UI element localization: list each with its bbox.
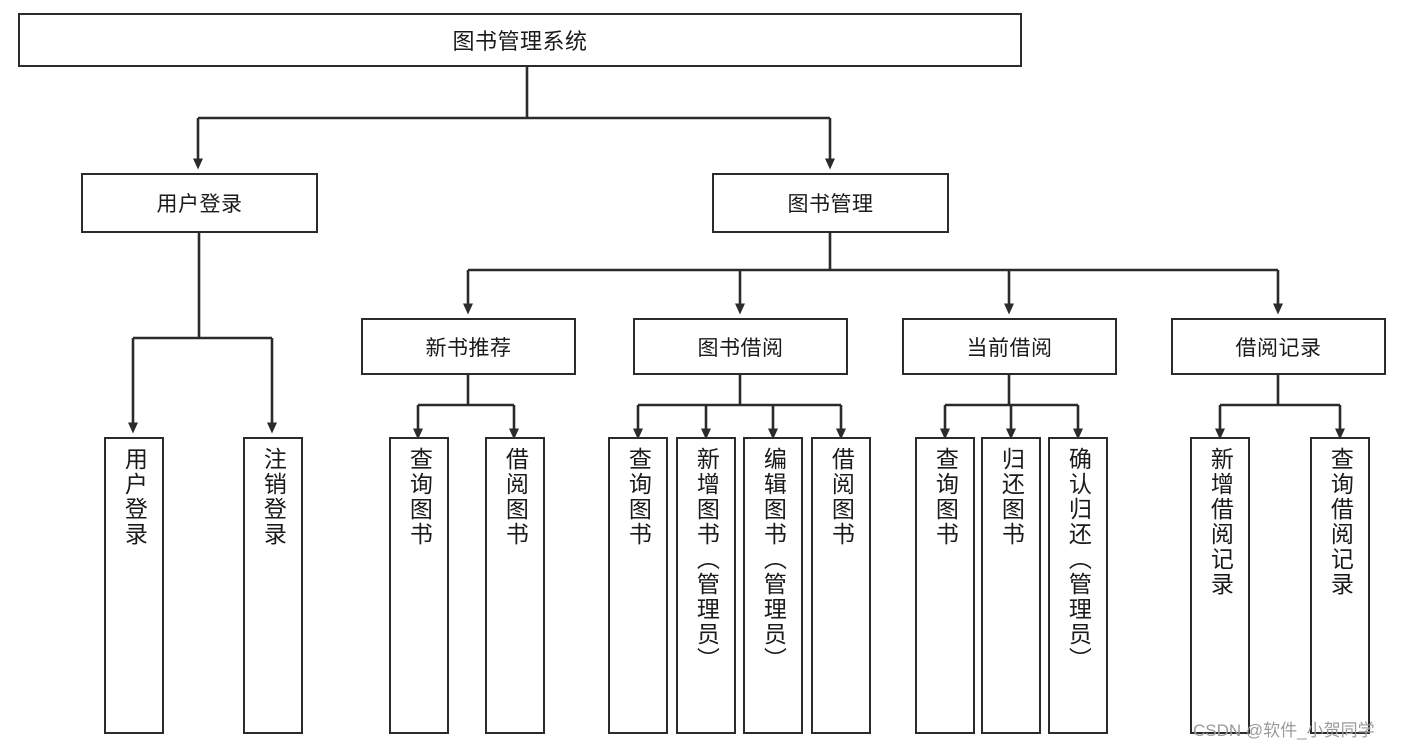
leaf-book-borrow-add[interactable]: 新增图书（管理员） — [676, 437, 736, 734]
node-label: 查询图书 — [406, 447, 433, 547]
node-label: 查询图书 — [625, 447, 652, 547]
node-label: 新增图书（管理员） — [693, 447, 720, 672]
node-new-book-recommend[interactable]: 新书推荐 — [361, 318, 576, 375]
leaf-book-borrow-query[interactable]: 查询图书 — [608, 437, 668, 734]
leaf-borrow-record-query[interactable]: 查询借阅记录 — [1310, 437, 1370, 734]
node-borrow-record[interactable]: 借阅记录 — [1171, 318, 1386, 375]
node-root-system[interactable]: 图书管理系统 — [18, 13, 1022, 67]
csdn-watermark: CSDN @软件_小贺同学 — [1193, 721, 1375, 740]
node-label: 图书管理系统 — [452, 29, 588, 54]
leaf-book-borrow-edit[interactable]: 编辑图书（管理员） — [743, 437, 803, 734]
leaf-new-book-borrow[interactable]: 借阅图书 — [485, 437, 545, 734]
leaf-borrow-record-add[interactable]: 新增借阅记录 — [1190, 437, 1250, 734]
node-label: 注销登录 — [260, 447, 287, 547]
node-book-management[interactable]: 图书管理 — [712, 173, 949, 233]
node-label: 用户登录 — [121, 447, 148, 547]
leaf-book-borrow-lend[interactable]: 借阅图书 — [811, 437, 871, 734]
node-label: 图书管理 — [787, 193, 874, 216]
node-label: 查询图书 — [932, 447, 959, 547]
node-label: 当前借阅 — [966, 336, 1053, 360]
node-label: 确认归还（管理员） — [1065, 447, 1092, 672]
node-label: 图书借阅 — [697, 336, 784, 360]
node-label: 新增借阅记录 — [1207, 447, 1234, 597]
leaf-user-login-signin[interactable]: 用户登录 — [104, 437, 164, 734]
node-current-borrow[interactable]: 当前借阅 — [902, 318, 1117, 375]
leaf-user-login-signout[interactable]: 注销登录 — [243, 437, 303, 734]
node-label: 查询借阅记录 — [1327, 447, 1354, 597]
node-label: 新书推荐 — [425, 336, 512, 360]
leaf-new-book-query[interactable]: 查询图书 — [389, 437, 449, 734]
leaf-current-borrow-confirm[interactable]: 确认归还（管理员） — [1048, 437, 1108, 734]
node-label: 归还图书 — [998, 447, 1025, 547]
node-label: 借阅图书 — [502, 447, 529, 547]
node-label: 借阅图书 — [828, 447, 855, 547]
node-label: 用户登录 — [156, 193, 243, 216]
node-book-borrow[interactable]: 图书借阅 — [633, 318, 848, 375]
node-label: 编辑图书（管理员） — [760, 447, 787, 672]
node-user-login[interactable]: 用户登录 — [81, 173, 318, 233]
leaf-current-borrow-return[interactable]: 归还图书 — [981, 437, 1041, 734]
node-label: 借阅记录 — [1235, 336, 1322, 360]
leaf-current-borrow-query[interactable]: 查询图书 — [915, 437, 975, 734]
